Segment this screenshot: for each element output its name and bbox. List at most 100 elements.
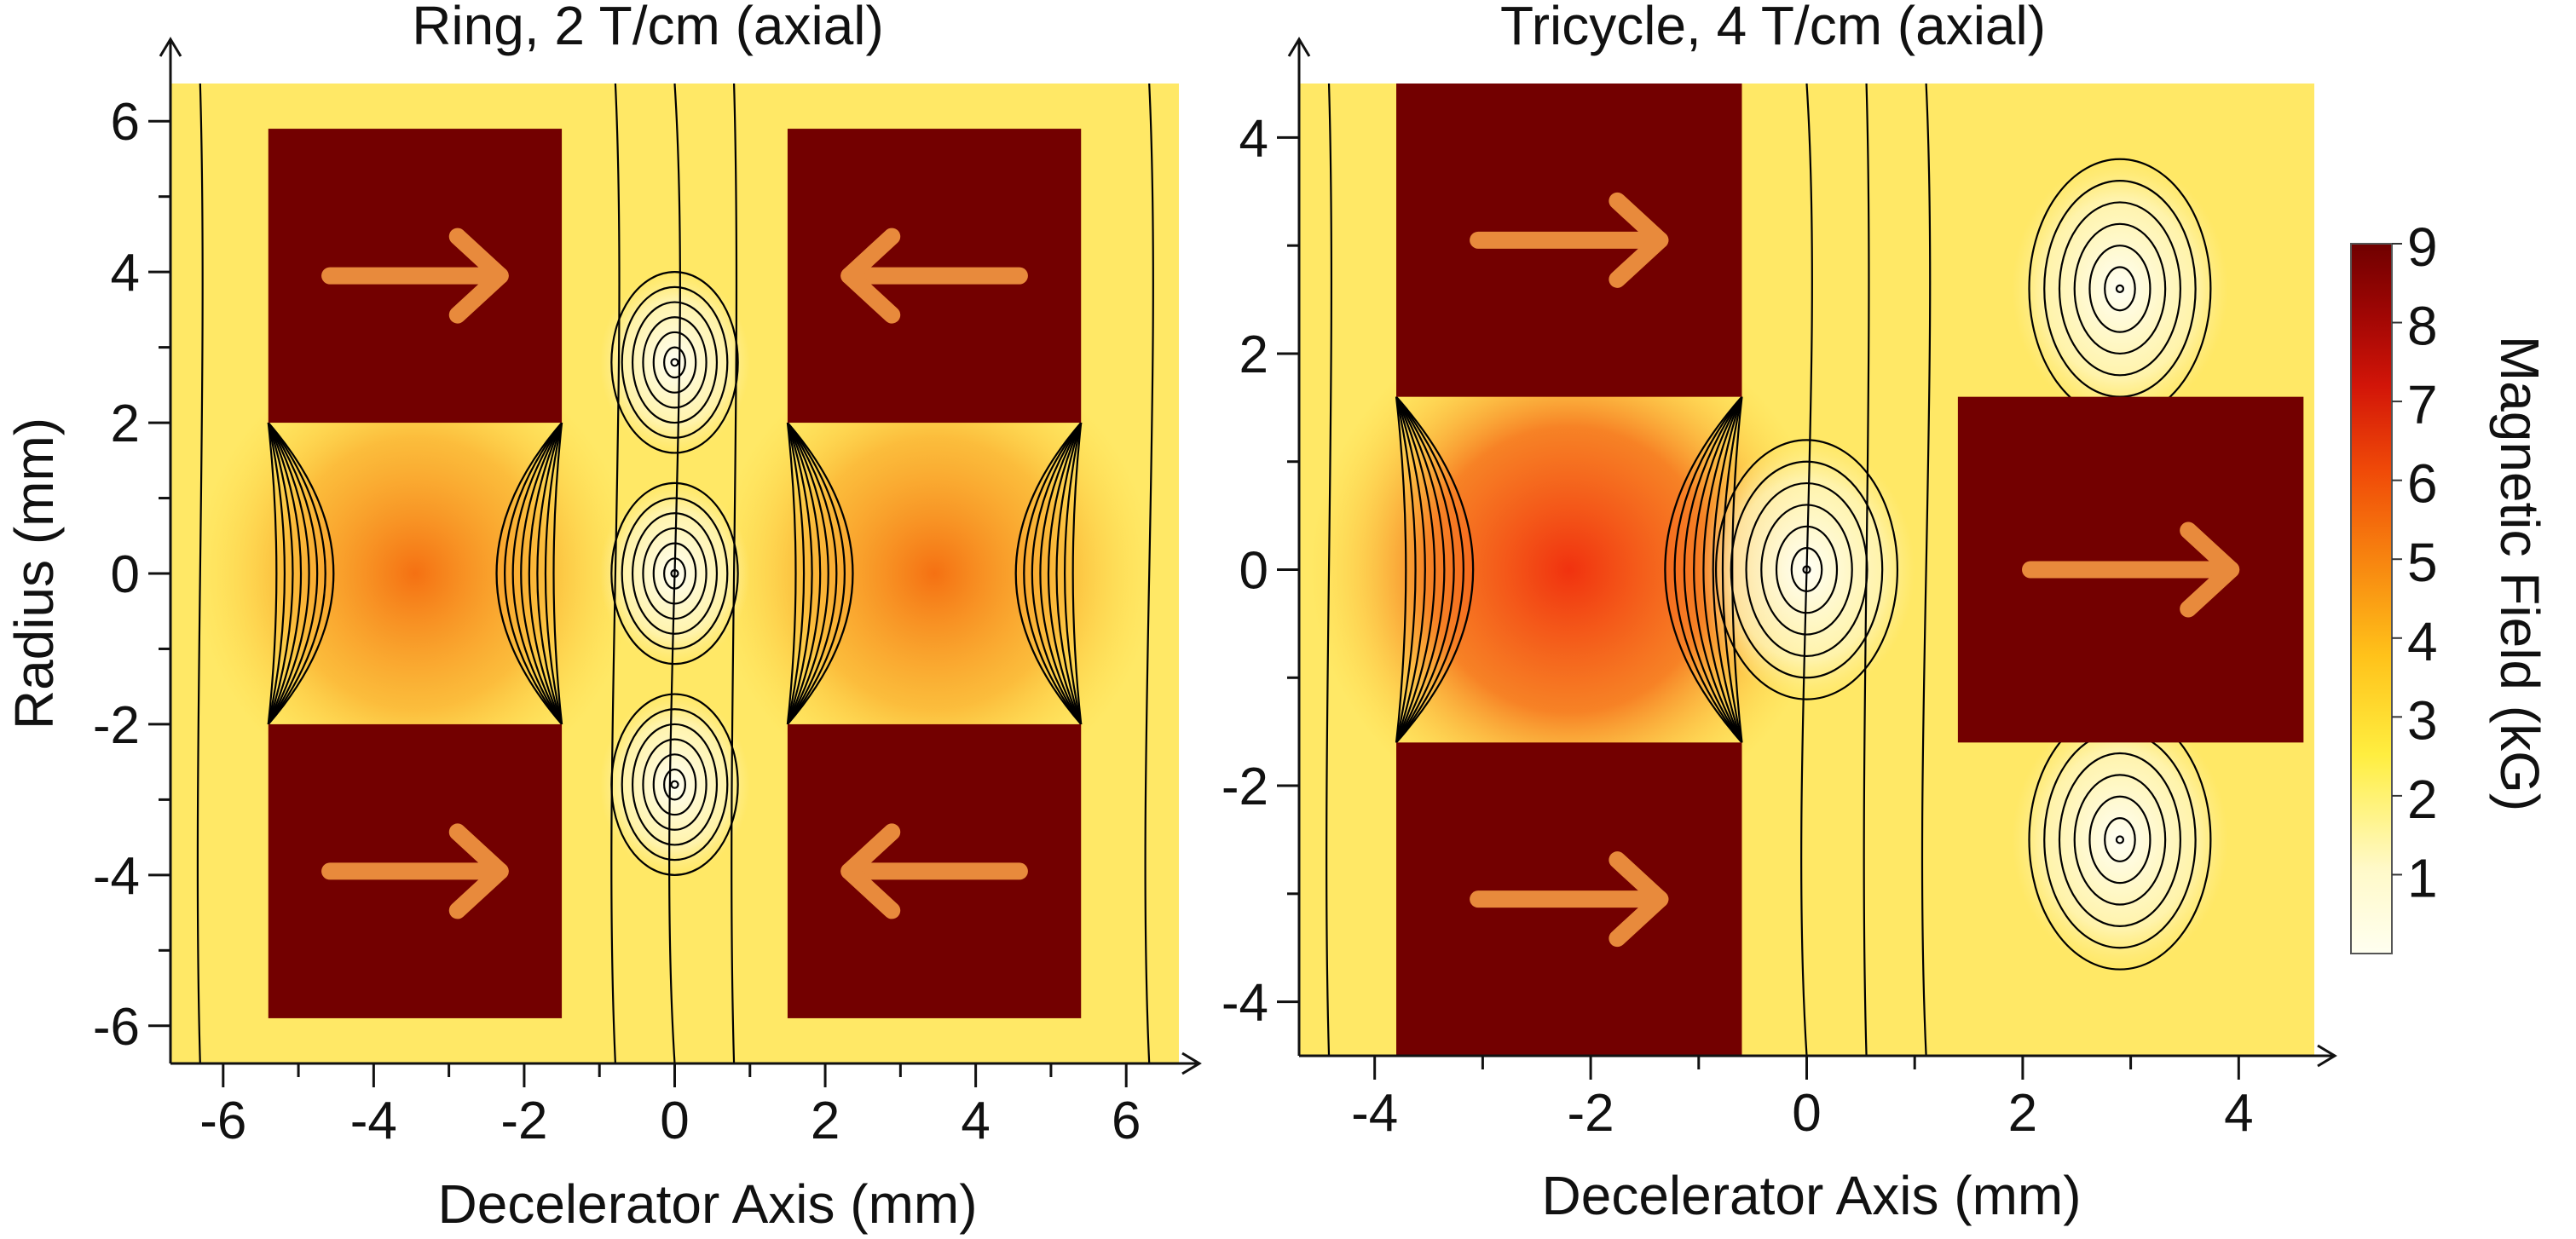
colorbar-label: Magnetic Field (kG)	[2489, 336, 2550, 811]
x-tick-label: -2	[500, 1092, 547, 1150]
ring-high-field-region	[713, 347, 1155, 800]
contour-line	[2104, 816, 2136, 862]
contour-line	[1863, 84, 1870, 1056]
contour-line	[267, 422, 278, 725]
magnetization-arrow-right	[1470, 192, 1669, 288]
field-minimum-marker	[2115, 284, 2125, 293]
tricycle-magnets	[1396, 84, 2304, 1056]
contour-line	[642, 738, 708, 831]
contour-line	[2058, 752, 2181, 927]
contour-line	[621, 285, 729, 439]
contour-line	[652, 753, 697, 816]
magnetization-arrow-left	[840, 823, 1028, 919]
contour-line	[1714, 439, 1899, 700]
contour-line	[267, 422, 310, 725]
contour-line	[1693, 396, 1743, 743]
contour-line	[196, 84, 204, 1063]
magnetization-arrow-right	[2022, 522, 2240, 618]
y-tick-label: -4	[1222, 974, 1268, 1033]
contour-line	[631, 512, 719, 635]
contour-line	[520, 422, 563, 725]
y-tick-label: 2	[111, 395, 140, 453]
ring-y-axis-label: Radius (mm)	[3, 418, 65, 729]
contour-line	[1395, 395, 1475, 744]
contour-line	[1800, 84, 1813, 1056]
magnetization-arrow-right	[1470, 851, 1669, 948]
contour-line	[1721, 396, 1743, 743]
contour-line	[1047, 422, 1083, 725]
colorbar-tick-label: 6	[2407, 453, 2438, 515]
contour-line	[267, 422, 335, 725]
contour-line	[1395, 396, 1407, 743]
y-tick-label: -6	[93, 998, 140, 1057]
contour-line	[621, 708, 729, 862]
contour-line	[2088, 795, 2151, 885]
contour-line	[1326, 84, 1333, 1056]
contour-line	[1775, 525, 1839, 614]
contour-line	[1731, 396, 1743, 743]
x-tick-label: -4	[350, 1092, 397, 1150]
contour-line	[1683, 396, 1743, 743]
tricycle-title: Tricycle, 4 T/cm (axial)	[1500, 0, 2046, 56]
contour-line	[1395, 396, 1426, 743]
colorbar-gradient	[2350, 243, 2393, 954]
contour-line	[642, 316, 708, 409]
tricycle-x-axis	[1299, 1044, 2337, 1068]
x-tick-label: -2	[1568, 1084, 1614, 1143]
x-tick-label: -6	[199, 1092, 246, 1150]
contour-line	[786, 422, 797, 725]
ring-x-axis-label: Decelerator Axis (mm)	[438, 1173, 978, 1235]
contour-line	[1395, 396, 1436, 743]
contour-line	[267, 422, 303, 725]
ring-title: Ring, 2 T/cm (axial)	[412, 0, 884, 56]
tricycle-low-field-region	[2012, 158, 2228, 419]
x-tick-label: 4	[2224, 1084, 2253, 1143]
contour-line	[731, 84, 738, 1063]
contour-line	[2073, 774, 2167, 906]
contour-line	[2073, 222, 2167, 355]
y-tick-label: 0	[1239, 542, 1268, 601]
contour-line	[267, 422, 326, 725]
colorbar-tick-label: 2	[2407, 769, 2438, 830]
contour-line	[1014, 422, 1083, 725]
contour-line	[2088, 245, 2151, 333]
field-minimum-marker	[670, 358, 679, 367]
ring-low-field-region	[599, 272, 750, 453]
x-tick-label: 0	[660, 1092, 689, 1150]
contour-line	[1144, 84, 1154, 1063]
contour-line	[1395, 396, 1446, 743]
ring-contour-lines	[196, 84, 1154, 1063]
contour-line	[652, 331, 697, 394]
contour-line	[504, 422, 563, 725]
x-tick-label: -4	[1351, 1084, 1398, 1143]
contour-line	[267, 422, 319, 725]
tricycle-contour-lines	[1326, 84, 2212, 1056]
contour-line	[786, 422, 806, 725]
colorbar-tick-label: 4	[2407, 611, 2438, 672]
contour-line	[1023, 422, 1083, 725]
contour-line	[631, 723, 719, 846]
contour-line	[267, 422, 294, 725]
y-tick-label: 4	[1239, 109, 1268, 168]
contour-line	[552, 422, 563, 725]
contour-line	[1395, 395, 1464, 744]
contour-line	[610, 271, 739, 454]
y-tick-label: -2	[93, 696, 140, 755]
contour-line	[631, 301, 719, 424]
colorbar-tick-label: 1	[2407, 847, 2438, 908]
contour-line	[787, 422, 838, 725]
magnetization-arrow-right	[321, 228, 509, 324]
tricycle-x-axis-label: Decelerator Axis (mm)	[1542, 1165, 2082, 1226]
contour-line	[1673, 395, 1743, 744]
tricycle-y-axis	[1287, 37, 1311, 1056]
contour-line	[511, 422, 563, 725]
contour-line	[1071, 422, 1083, 725]
contour-line	[1395, 396, 1455, 743]
contour-line	[2104, 266, 2136, 312]
contour-line	[1395, 396, 1417, 743]
